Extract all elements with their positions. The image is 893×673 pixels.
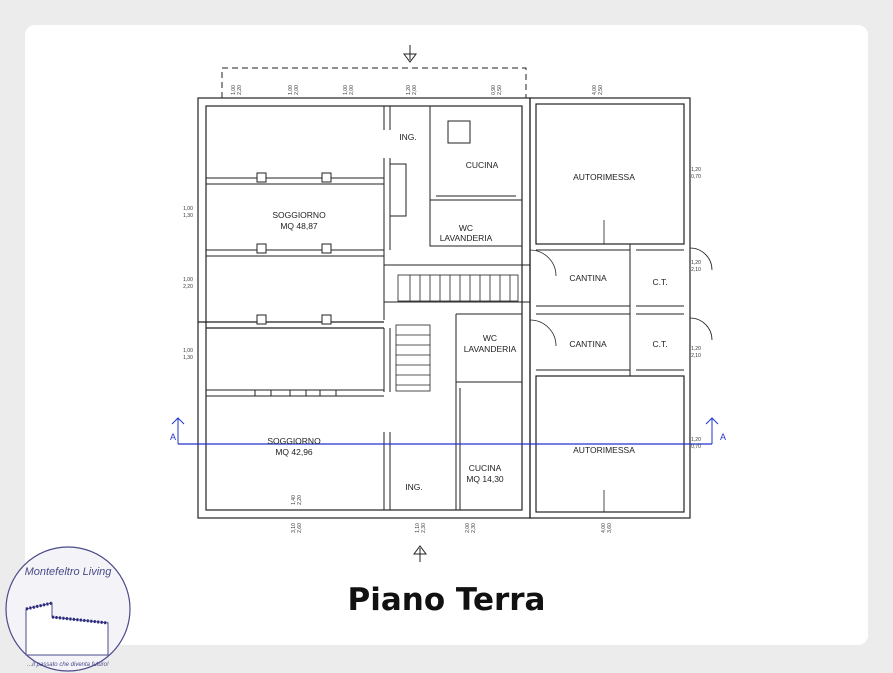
dim-label: 2,00	[294, 85, 300, 95]
dim-label: 1,30	[183, 213, 193, 219]
dim-label: 2,00	[465, 523, 471, 533]
dim-label: 2,00	[412, 85, 418, 95]
dim-label: 2,00	[349, 85, 355, 95]
dim-label: 2,20	[237, 85, 243, 95]
dim-label: 2,20	[297, 495, 303, 505]
room-label: C.T.	[652, 339, 667, 349]
room-label: CUCINA	[469, 463, 502, 473]
dim-label: 1,00	[288, 85, 294, 95]
room-label: AUTORIMESSA	[573, 445, 635, 455]
room-label: LAVANDERIA	[464, 344, 517, 354]
room-label: LAVANDERIA	[440, 233, 493, 243]
dim-label: 0,70	[691, 444, 701, 450]
dim-label: 2,50	[598, 85, 604, 95]
room-label: WC	[483, 333, 497, 343]
section-marker-right: A	[720, 432, 726, 442]
room-label: CANTINA	[569, 273, 607, 283]
dim-label: 3,60	[607, 523, 613, 533]
room-label: AUTORIMESSA	[573, 172, 635, 182]
dim-label: 1,40	[291, 495, 297, 505]
room-label: SOGGIORNO	[267, 436, 321, 446]
dim-label: 2,10	[691, 267, 701, 273]
dining-table	[447, 120, 471, 144]
room-label: WC	[459, 223, 473, 233]
dim-label: 1,20	[691, 437, 701, 443]
outer-walls	[197, 97, 691, 519]
room-area: MQ 42,96	[275, 447, 313, 457]
dim-label: 1,30	[183, 355, 193, 361]
room-label: SOGGIORNO	[272, 210, 326, 220]
dim-label: 1,00	[343, 85, 349, 95]
dim-label: 0,90	[491, 85, 497, 95]
plan-card	[25, 25, 868, 645]
room-area: MQ 14,30	[466, 474, 504, 484]
staircase	[395, 274, 519, 392]
columns	[254, 172, 337, 397]
dim-label: 1,00	[183, 348, 193, 354]
dim-label: 1,00	[183, 206, 193, 212]
entrance-arrow-bottom	[413, 545, 427, 562]
dim-label: 0,70	[691, 174, 701, 180]
canopy-outline	[221, 67, 527, 98]
dim-label: 1,20	[406, 85, 412, 95]
room-labels: ING. CUCINA AUTORIMESSA SOGGIORNO MQ 48,…	[267, 132, 667, 492]
doors	[529, 220, 713, 512]
dim-label: 3,10	[291, 523, 297, 533]
dim-label: 1,20	[691, 260, 701, 266]
section-line	[171, 417, 719, 445]
dim-label: 2,50	[497, 85, 503, 95]
room-label: ING.	[399, 132, 416, 142]
room-label: ING.	[405, 482, 422, 492]
dim-label: 1,00	[183, 277, 193, 283]
dim-label: 1,10	[415, 523, 421, 533]
page-title: Piano Terra	[347, 582, 546, 618]
dim-label: 1,20	[691, 346, 701, 352]
dim-label: 2,30	[471, 523, 477, 533]
dim-label: 2,10	[691, 353, 701, 359]
dim-label: 1,20	[691, 167, 701, 173]
dim-label: 4,00	[592, 85, 598, 95]
logo-tagline: ...il passato che diventa futuro!	[27, 662, 109, 668]
section-marker-left: A	[170, 432, 176, 442]
dim-label: 2,60	[297, 523, 303, 533]
logo-name: Montefeltro Living	[25, 566, 113, 578]
dim-label: 4,00	[601, 523, 607, 533]
room-area: MQ 48,87	[280, 221, 318, 231]
interior-walls	[206, 105, 684, 510]
room-label: C.T.	[652, 277, 667, 287]
montefeltro-living-logo: Montefeltro Living ...il passato che div…	[5, 546, 131, 672]
dim-label: 2,30	[421, 523, 427, 533]
room-label: CUCINA	[466, 160, 499, 170]
room-label: CANTINA	[569, 339, 607, 349]
dim-label: 1,00	[231, 85, 237, 95]
entrance-arrow-top	[403, 45, 417, 63]
dim-label: 2,20	[183, 284, 193, 290]
